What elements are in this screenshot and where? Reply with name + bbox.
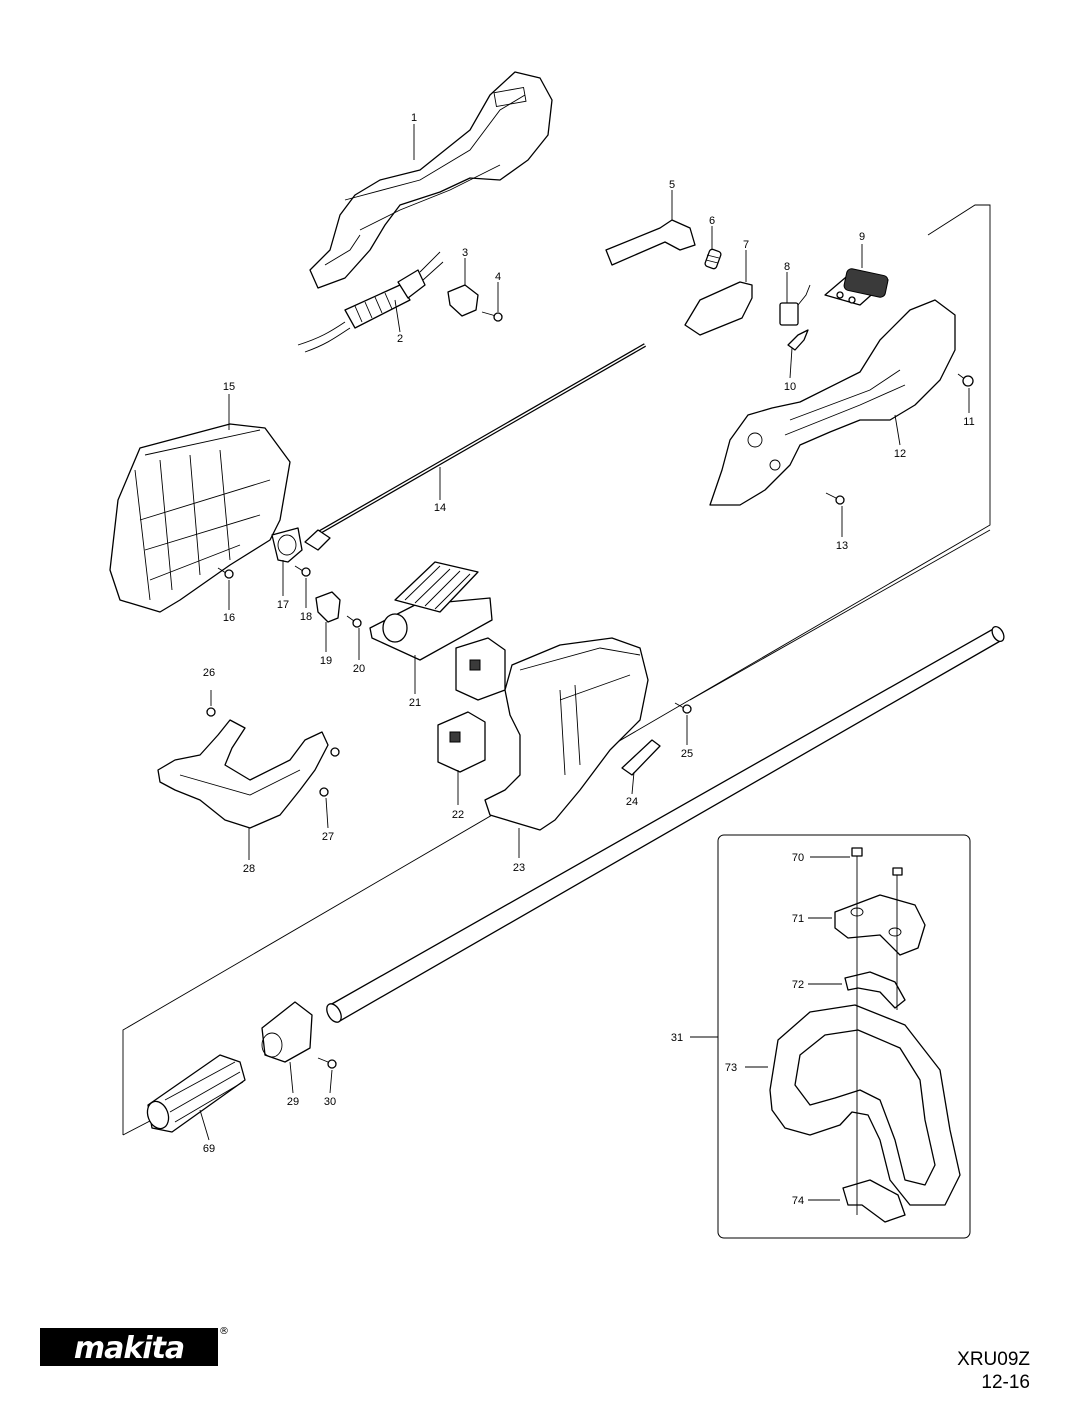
label-part-71: 71 [792, 913, 804, 925]
label-part-69: 69 [203, 1143, 215, 1155]
loop-handle-frame [717, 834, 971, 1239]
part-12-rear-handle [709, 299, 956, 506]
label-part-25: 25 [681, 748, 693, 760]
label-part-3: 3 [462, 247, 468, 259]
label-part-17: 17 [277, 599, 289, 611]
main-pipe [326, 625, 1005, 1023]
part-8-switch [779, 284, 811, 326]
part-21-controller [369, 561, 493, 661]
part-22-terminal-block [437, 711, 486, 773]
leader-lines [199, 124, 970, 1141]
part-14-drive-shaft [304, 343, 646, 551]
label-part-4: 4 [495, 271, 501, 283]
label-part-27: 27 [322, 831, 334, 843]
part-6-spring [704, 248, 722, 270]
part-30-screw [317, 1057, 337, 1069]
part-19-bracket [315, 591, 341, 623]
part-73-loop-handle [769, 1004, 961, 1206]
part-24-label [621, 739, 661, 776]
assembly-line-right [689, 529, 991, 701]
part-terminal-upper [455, 637, 506, 701]
label-part-6: 6 [709, 215, 715, 227]
part-4-screw [481, 311, 503, 322]
label-part-18: 18 [300, 611, 312, 623]
part-70-bolt [810, 847, 903, 895]
part-15-motor-housing [109, 423, 291, 613]
part-9-button-panel [824, 268, 889, 306]
label-part-16: 16 [223, 612, 235, 624]
label-part-73: 73 [725, 1062, 737, 1074]
part-7-lock-lever [684, 281, 753, 336]
part-71-cap [808, 894, 926, 956]
label-part-15: 15 [223, 381, 235, 393]
label-part-1: 1 [411, 112, 417, 124]
label-part-23: 23 [513, 862, 525, 874]
label-part-20: 20 [353, 663, 365, 675]
label-part-30: 30 [324, 1096, 336, 1108]
part-18-screw [294, 565, 311, 577]
part-1-handle-housing [309, 71, 553, 289]
assembly-frame-upper [122, 204, 991, 1135]
label-part-8: 8 [784, 261, 790, 273]
part-27-screw [319, 747, 340, 797]
label-part-11: 11 [963, 416, 974, 428]
part-72-clamp-half [808, 971, 906, 1009]
part-28-guard-bracket [157, 719, 329, 829]
label-part-21: 21 [409, 697, 421, 709]
logo-wordmark: makita [74, 1331, 184, 1366]
label-part-26: 26 [203, 667, 215, 679]
label-part-72: 72 [792, 979, 804, 991]
part-23-lower-housing [484, 637, 649, 831]
label-part-28: 28 [243, 863, 255, 875]
label-part-7: 7 [743, 239, 749, 251]
part-17-clamp-ring [271, 527, 303, 563]
part-labels: 1 2 3 4 5 6 7 8 9 10 11 12 13 14 15 16 1… [203, 112, 975, 1207]
makita-logo: makita ® [40, 1326, 229, 1366]
part-3-clamp [447, 284, 479, 317]
part-74-clamp-base [808, 1179, 906, 1223]
part-20-screw [346, 615, 362, 628]
label-part-24: 24 [626, 796, 638, 808]
part-2-cord-assembly [297, 251, 444, 353]
label-part-10: 10 [784, 381, 796, 393]
part-26-screw [206, 690, 216, 717]
label-part-12: 12 [894, 448, 906, 460]
label-part-22: 22 [452, 809, 464, 821]
model-number: XRU09Z [957, 1349, 1030, 1370]
part-29-clamp [261, 1001, 313, 1063]
part-5-trigger [605, 219, 696, 266]
part-10-spring-clip [787, 329, 809, 351]
revision-date: 12-16 [981, 1372, 1030, 1393]
part-13-screw [825, 492, 845, 505]
label-part-31: 31 [671, 1032, 683, 1044]
label-part-5: 5 [669, 179, 675, 191]
label-part-19: 19 [320, 655, 332, 667]
part-69-grip [146, 1054, 246, 1133]
label-part-2: 2 [397, 333, 403, 345]
model-info: XRU09Z 12-16 [900, 1348, 1030, 1394]
label-part-14: 14 [434, 502, 446, 514]
label-part-29: 29 [287, 1096, 299, 1108]
part-11-screw [957, 373, 974, 387]
label-part-13: 13 [836, 540, 848, 552]
trademark-symbol: ® [219, 1326, 229, 1337]
label-part-74: 74 [792, 1195, 804, 1207]
label-part-9: 9 [859, 231, 865, 243]
part-16-screw [217, 567, 234, 579]
part-25-screw [674, 702, 692, 714]
label-part-70: 70 [792, 852, 804, 864]
